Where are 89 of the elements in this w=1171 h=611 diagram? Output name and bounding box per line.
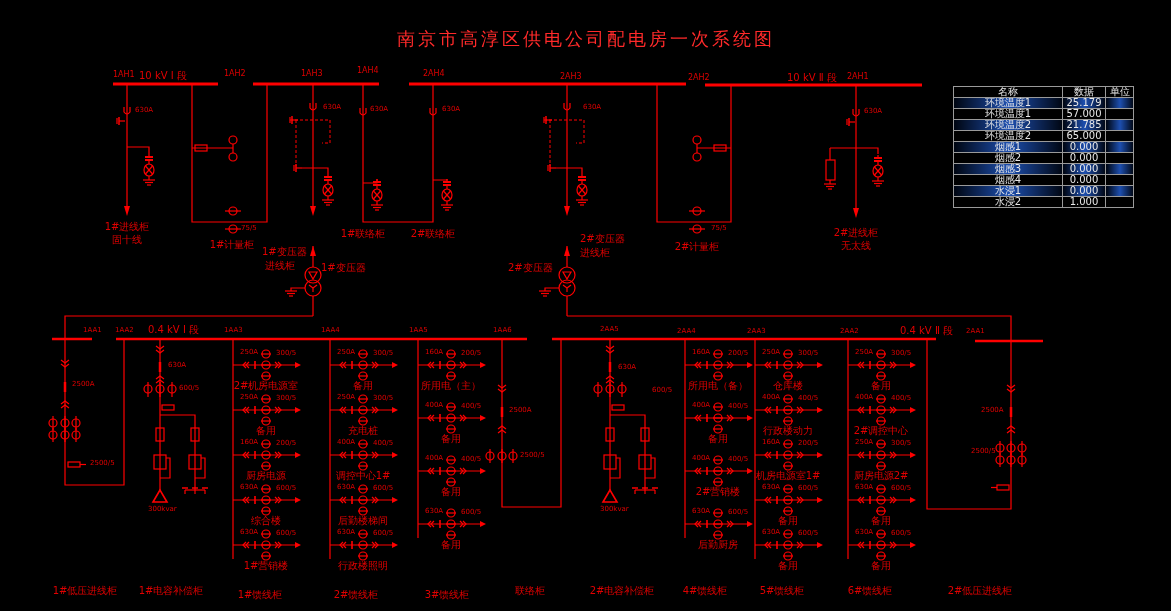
busbar-section-label: 10 kV Ⅱ 段: [787, 73, 837, 84]
busbar-section-label: 0.4 kV Ⅱ 段: [900, 326, 953, 337]
feeder-name: 备用: [871, 561, 891, 572]
cabinet-label: 1#进线柜: [104, 222, 150, 233]
cabinet-label: 5#馈线柜: [759, 586, 805, 597]
feeder-name: 备用: [441, 540, 461, 551]
feeder-name: 所用电（备）: [688, 381, 748, 392]
sensor-name: 水浸2: [953, 196, 1063, 208]
sensor-value: 0.000: [1062, 185, 1106, 197]
cabinet-label: 1#计量柜: [209, 240, 255, 251]
sensor-name: 烟感4: [953, 174, 1063, 186]
sensor-name: 烟感1: [953, 141, 1063, 153]
feeder-name: 备用: [441, 487, 461, 498]
sensor-value: 0.000: [1062, 174, 1106, 186]
feeder-name: 备用: [871, 381, 891, 392]
sensor-name: 环境温度1: [953, 108, 1063, 120]
cabinet-label: 2#馈线柜: [333, 590, 379, 601]
feeder-name: 行政楼照明: [338, 561, 388, 572]
column-header: 单位: [1105, 86, 1134, 98]
sensor-value: 21.785: [1062, 119, 1106, 131]
feeder-name: 备用: [778, 561, 798, 572]
sensor-name: 环境温度1: [953, 97, 1063, 109]
bus-label: 1AH3: [301, 70, 323, 79]
feeder-name: 充电桩: [348, 426, 378, 437]
sensor-name: 环境温度2: [953, 130, 1063, 142]
cabinet-label: 无太线: [841, 241, 871, 252]
feeder-name: 2#营销楼: [695, 487, 741, 498]
sensor-value: 1.000: [1062, 196, 1106, 208]
cabinet-label: 2#变压器: [508, 263, 553, 274]
feeder-name: 备用: [708, 434, 728, 445]
cabinet-label: 联络柜: [515, 586, 545, 597]
feeder-name: 厨房电源2#: [853, 471, 909, 482]
feeder-name: 备用: [256, 426, 276, 437]
cabinet-label: 2#计量柜: [674, 242, 720, 253]
bus-label: 1AH1: [113, 71, 135, 80]
cabinet-label: 1#电容补偿柜: [138, 586, 204, 597]
bus-label: 2AH1: [847, 73, 869, 82]
feeder-name: 1#营销楼: [243, 561, 289, 572]
sensor-value: 0.000: [1062, 163, 1106, 175]
cabinet-label: 2#低压进线柜: [947, 586, 1013, 597]
feeder-name: 后勤厨房: [698, 540, 738, 551]
busbar-section-label: 10 kV Ⅰ 段: [139, 71, 187, 82]
bus-label: 2AH3: [560, 73, 582, 82]
diagram-title: 南京市高淳区供电公司配电房一次系统图: [395, 27, 776, 51]
feeder-name: 备用: [778, 516, 798, 527]
sensor-value: 0.000: [1062, 141, 1106, 153]
feeder-name: 仓库楼: [773, 381, 803, 392]
sensor-name: 烟感2: [953, 152, 1063, 164]
column-header: 数据: [1062, 86, 1106, 98]
bus-label: 1AH2: [224, 70, 246, 79]
feeder-name: 2#调控中心: [853, 426, 909, 437]
sensor-value: 65.000: [1062, 130, 1106, 142]
cabinet-label: 1#低压进线柜: [52, 586, 118, 597]
bus-label: 2AH2: [688, 74, 710, 83]
feeder-name: 所用电（主）: [421, 381, 481, 392]
cabinet-label: 6#馈线柜: [847, 586, 893, 597]
sensor-name: 水浸1: [953, 185, 1063, 197]
cabinet-label: 1#联络柜: [340, 229, 386, 240]
cabinet-label: 2#进线柜: [833, 228, 879, 239]
cabinet-label: 1#变压器: [321, 263, 366, 274]
cabinet-label: 2#电容补偿柜: [589, 586, 655, 597]
cabinet-label: 4#馈线柜: [682, 586, 728, 597]
feeder-name: 备用: [871, 516, 891, 527]
sensor-name: 环境温度2: [953, 119, 1063, 131]
feeder-name: 备用: [441, 434, 461, 445]
feeder-name: 机房电源室1#: [755, 471, 821, 482]
cabinet-label: 1#变压器: [262, 247, 307, 258]
feeder-name: 厨房电源: [246, 471, 286, 482]
bus-label: 2AH4: [423, 70, 445, 79]
sensor-name: 烟感3: [953, 163, 1063, 175]
cabinet-label: 固十线: [112, 235, 142, 246]
feeder-name: 后勤楼梯间: [338, 516, 388, 527]
cabinet-label: 1#馈线柜: [237, 590, 283, 601]
feeder-name: 行政楼动力: [763, 426, 813, 437]
feeder-name: 综合楼: [251, 516, 281, 527]
feeder-name: 备用: [353, 381, 373, 392]
cabinet-label: 2#联络柜: [410, 229, 456, 240]
cabinet-label: 2#变压器: [580, 234, 625, 245]
bus-label: 1AH4: [357, 67, 379, 76]
cabinet-label: 3#馈线柜: [424, 590, 470, 601]
feeder-name: 调控中心1#: [335, 471, 391, 482]
sensor-value: 25.179: [1062, 97, 1106, 109]
sensor-value: 57.000: [1062, 108, 1106, 120]
busbar-section-label: 0.4 kV Ⅰ 段: [148, 325, 200, 336]
column-header: 名称: [953, 86, 1063, 98]
cabinet-label: 进线柜: [580, 248, 610, 259]
feeder-name: 2#机房电源室: [233, 381, 299, 392]
sensor-value: 0.000: [1062, 152, 1106, 164]
cabinet-label: 进线柜: [265, 261, 295, 272]
